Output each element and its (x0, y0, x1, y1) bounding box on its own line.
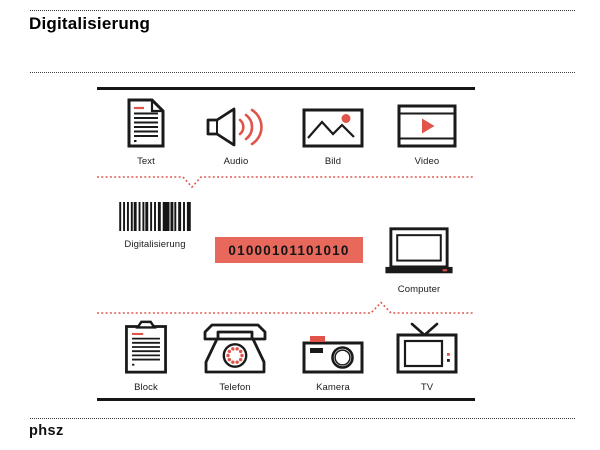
digitize-barcode: Digitalisierung (114, 202, 196, 250)
media-label: Bild (324, 156, 342, 167)
footer-dotted-divider (30, 418, 575, 419)
device-item-telefon: Telefon (200, 320, 270, 393)
digitize-computer: Computer (379, 227, 459, 295)
device-label: Telefon (219, 382, 251, 393)
device-label: Kamera (316, 382, 350, 393)
digitize-separator-top (97, 176, 475, 189)
title-dotted-divider (30, 72, 575, 73)
page-title: Digitalisierung (29, 14, 151, 33)
tv-icon (396, 322, 458, 374)
video-player-icon (397, 104, 457, 148)
clipboard-icon (125, 320, 167, 374)
media-item-bild: Bild (298, 97, 368, 167)
phsz-logo: phsz (29, 423, 64, 439)
picture-icon (302, 108, 364, 148)
barcode-label: Digitalisierung (124, 239, 186, 250)
speaker-icon (206, 107, 263, 147)
binary-value: 01000101101010 (228, 242, 350, 258)
binary-value-box: 01000101101010 (215, 237, 363, 263)
device-item-block: Block (111, 320, 181, 393)
device-item-kamera: Kamera (298, 320, 368, 393)
document-icon (127, 98, 165, 148)
digitize-separator-bottom (97, 301, 475, 314)
rotary-phone-icon (203, 323, 267, 374)
media-item-video: Video (392, 97, 462, 167)
media-label: Audio (223, 156, 249, 167)
media-item-audio: Audio (201, 97, 271, 167)
computer-label: Computer (397, 284, 441, 295)
barcode-icon (119, 202, 191, 231)
diagram-top-rule (97, 87, 475, 90)
device-label: TV (420, 382, 434, 393)
camera-icon (302, 336, 364, 374)
laptop-icon (385, 227, 453, 274)
media-label: Video (414, 156, 440, 167)
top-dotted-divider (30, 10, 575, 11)
device-label: Block (134, 382, 158, 393)
device-item-tv: TV (392, 320, 462, 393)
media-label: Text (137, 156, 155, 167)
diagram-bottom-rule (97, 398, 475, 401)
media-item-text: Text (111, 97, 181, 167)
